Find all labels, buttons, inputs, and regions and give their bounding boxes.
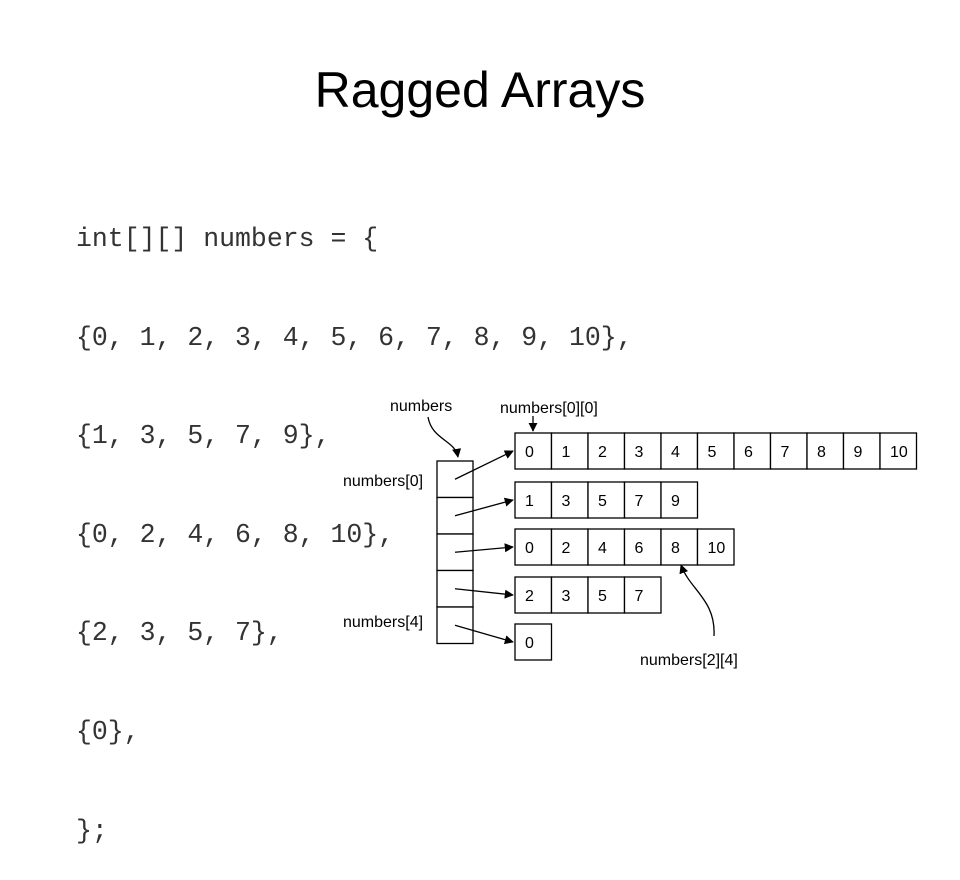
array-cell-value: 3 (635, 444, 644, 461)
array-cell-value: 2 (562, 540, 571, 557)
array-cell-value: 5 (598, 588, 607, 605)
array-cell (660, 528, 699, 566)
ragged-array-diagram: numbers numbers[0][0] numbers[0] numbers… (343, 398, 918, 669)
inner-arrays: 0 1 2 3 4 5 6 7 8 9 10 1 3 5 7 9 0 2 4 6 8 10 2 3 5 7 0 (514, 432, 918, 661)
array-cell (769, 432, 808, 470)
array-cell (660, 481, 699, 519)
array-cell (806, 432, 845, 470)
array-cell-value: 0 (525, 540, 534, 557)
array-cell-value: 3 (562, 588, 571, 605)
array-cell-value: 10 (890, 444, 908, 461)
array-cell-value: 6 (635, 540, 644, 557)
label-numbers-4: numbers[4] (343, 614, 423, 631)
code-line: {0, 1, 2, 3, 4, 5, 6, 7, 8, 9, 10}, (76, 322, 633, 353)
code-line: {2, 3, 5, 7}, (76, 618, 283, 649)
array-cell-value: 9 (854, 444, 863, 461)
array-cell (696, 432, 735, 470)
code-line: {0, 2, 4, 6, 8, 10}, (76, 519, 395, 550)
label-numbers-0-0: numbers[0][0] (500, 400, 598, 417)
row-link-arrow (454, 450, 514, 480)
array-cell-value: 2 (525, 588, 534, 605)
array-cell-value: 4 (671, 444, 680, 461)
array-cell-value: 3 (562, 493, 571, 510)
array-cell-value: 5 (598, 493, 607, 510)
array-cell-value: 7 (781, 444, 790, 461)
label-numbers: numbers (390, 398, 452, 415)
array-cell (623, 576, 662, 614)
array-cell (696, 528, 735, 566)
code-line: }; (76, 815, 108, 846)
row-link-arrow (454, 497, 514, 517)
array-cell (514, 528, 553, 566)
slide-title: Ragged Arrays (314, 62, 646, 118)
array-cell-value: 7 (635, 493, 644, 510)
array-cell-value: 6 (744, 444, 753, 461)
array-cell (550, 528, 589, 566)
array-cell-value: 0 (525, 635, 534, 652)
row-link-arrow (454, 543, 514, 553)
array-cell (623, 432, 662, 470)
array-cell (514, 623, 553, 661)
array-cell (550, 481, 589, 519)
array-cell (660, 432, 699, 470)
array-cell (587, 528, 626, 566)
array-cell-value: 0 (525, 444, 534, 461)
array-cell-value: 8 (817, 444, 826, 461)
array-cell (587, 576, 626, 614)
label-numbers-0: numbers[0] (343, 473, 423, 490)
code-line: {1, 3, 5, 7, 9}, (76, 421, 331, 452)
numbers-pointer-arrow (427, 416, 462, 458)
row-link-arrow (454, 588, 514, 599)
code-block: int[][] numbers = { {0, 1, 2, 3, 4, 5, 6… (76, 160, 633, 880)
array-cell (587, 481, 626, 519)
array-cell-value: 5 (708, 444, 717, 461)
row-link-arrow (454, 624, 514, 645)
array-cell (514, 481, 553, 519)
array-cell-value: 1 (562, 444, 571, 461)
array-cell-value: 8 (671, 540, 680, 557)
label-numbers-2-4: numbers[2][4] (640, 652, 738, 669)
array-cell-value: 1 (525, 493, 534, 510)
array-cell-value: 2 (598, 444, 607, 461)
row-links (454, 450, 514, 645)
array-cell (879, 432, 918, 470)
array-cell-value: 4 (598, 540, 607, 557)
code-line: int[][] numbers = { (76, 224, 379, 254)
element-2-4-pointer-arrow (679, 564, 715, 637)
array-cell-value: 9 (671, 493, 680, 510)
array-cell (587, 432, 626, 470)
array-cell-value: 7 (635, 588, 644, 605)
array-cell-value: 10 (708, 540, 726, 557)
